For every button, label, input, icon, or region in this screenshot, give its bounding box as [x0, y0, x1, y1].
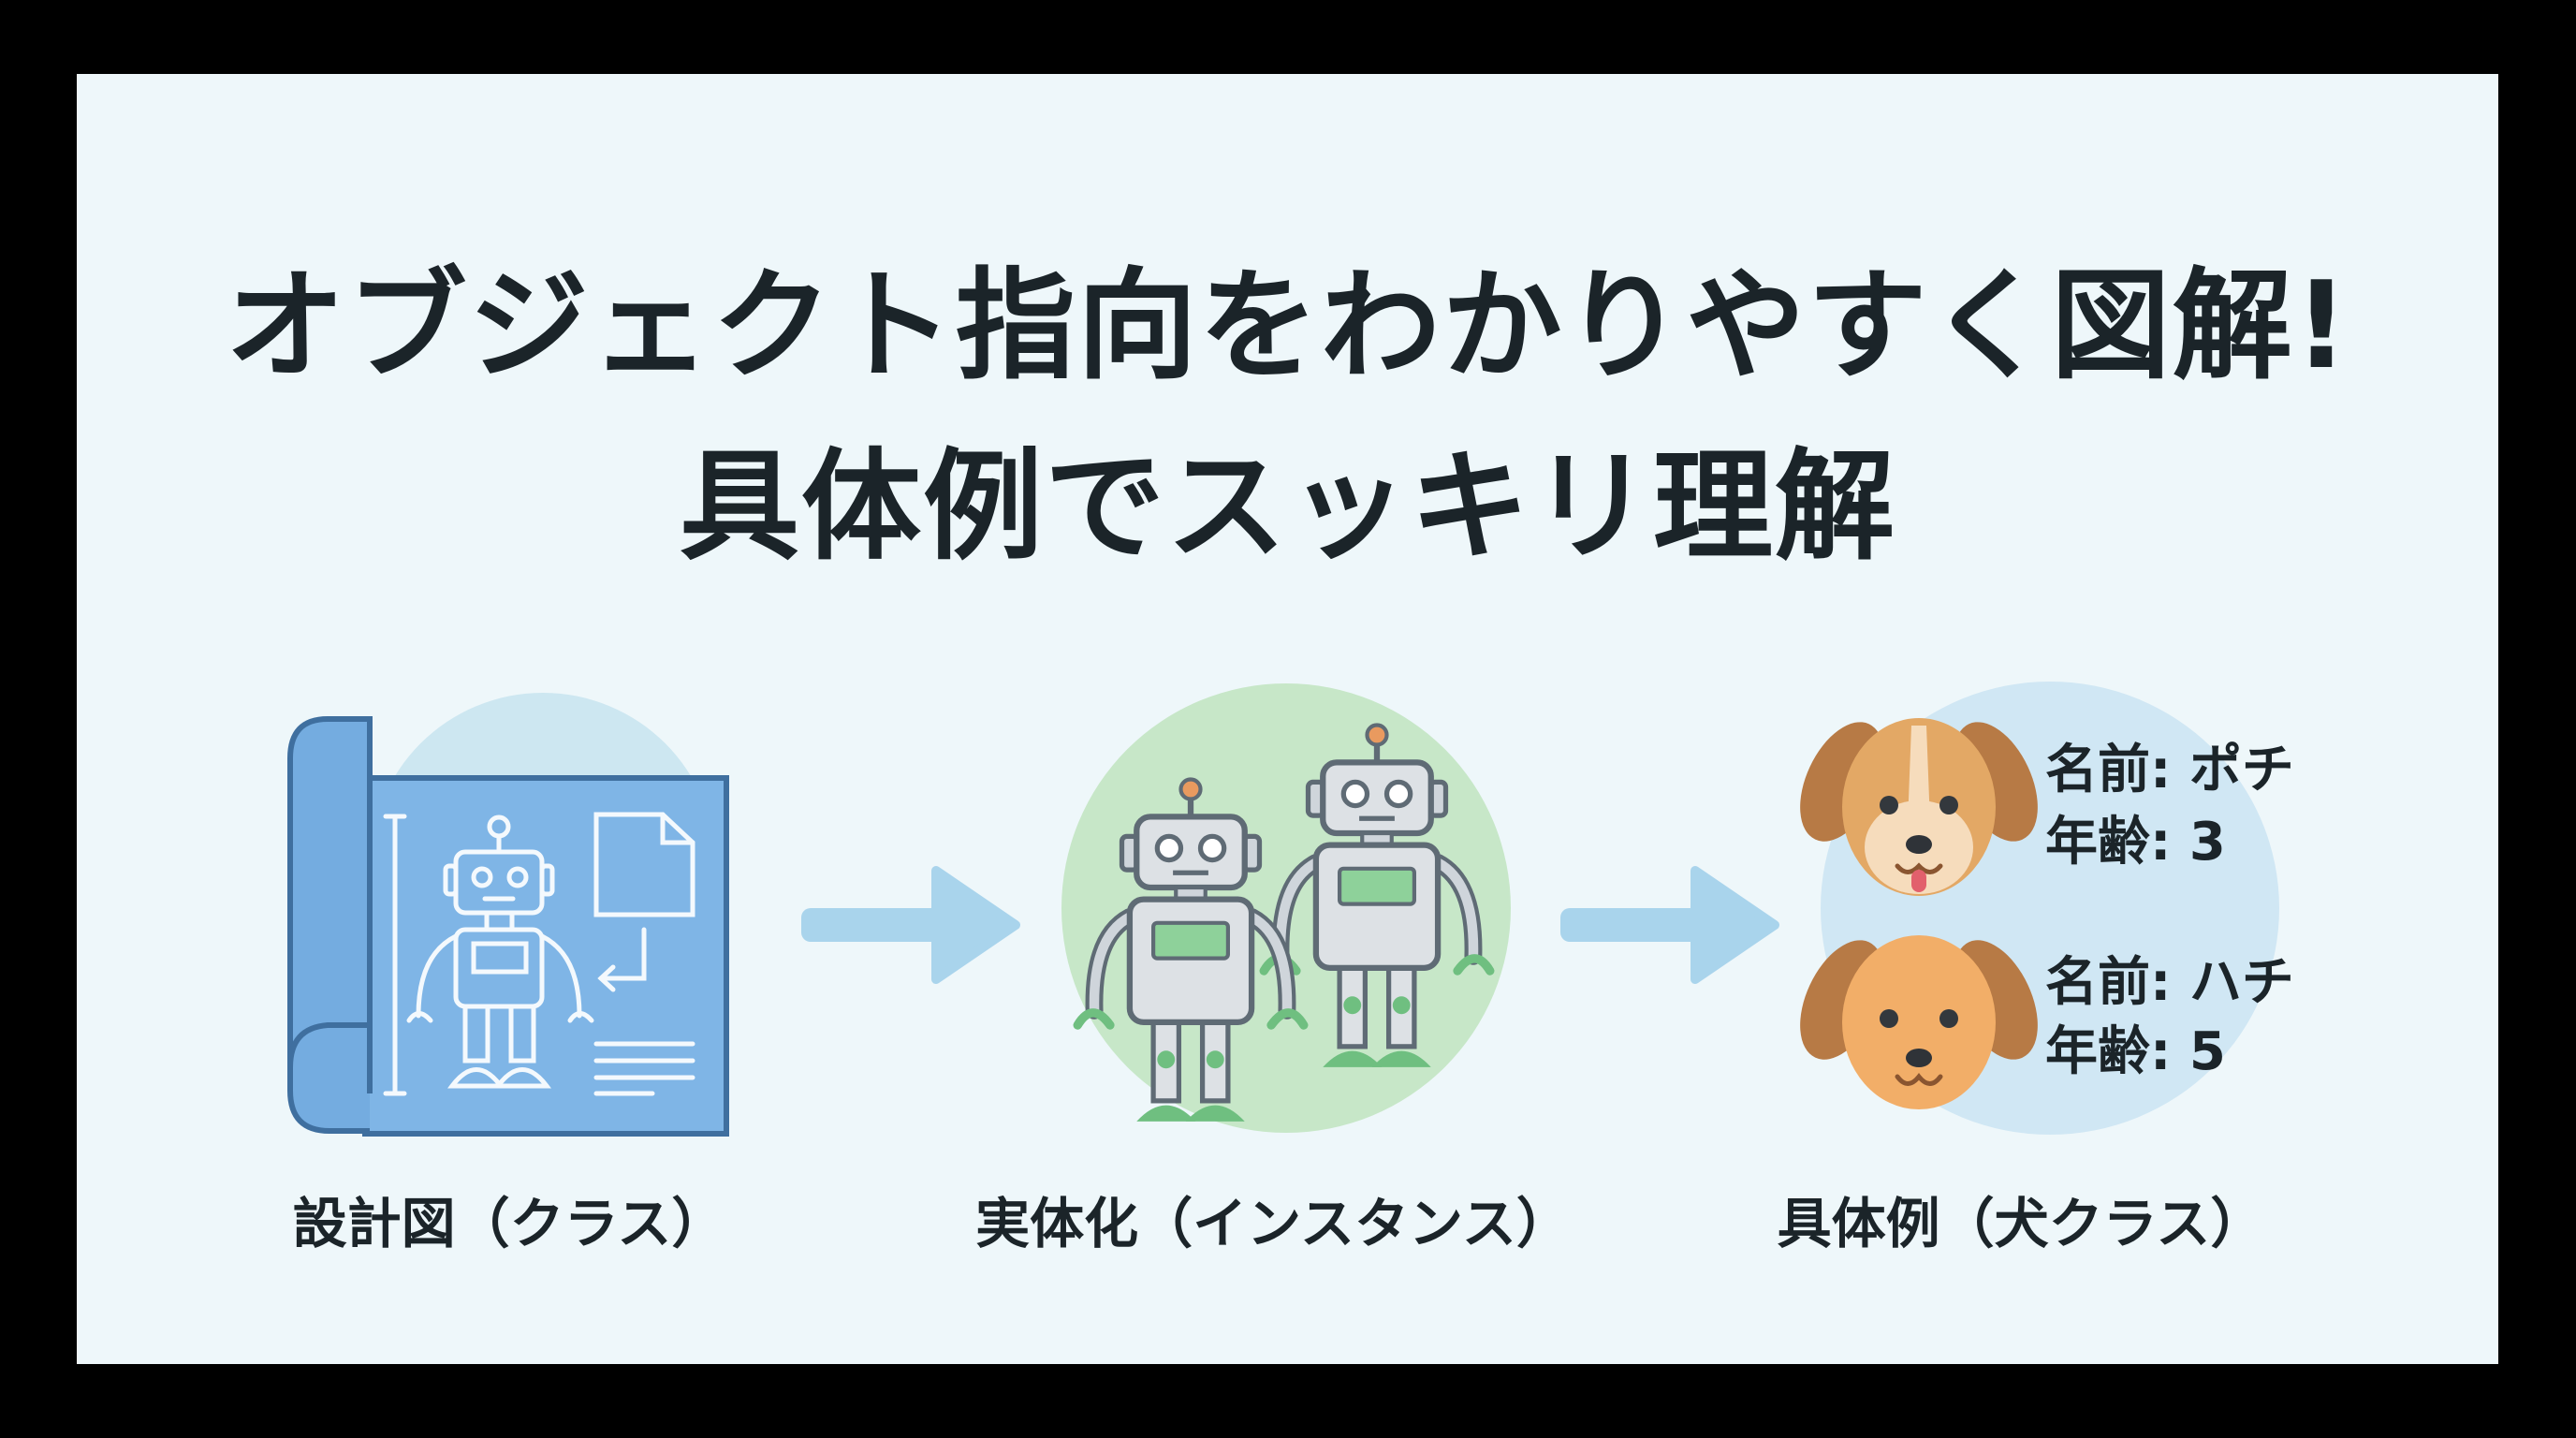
title-line-1: オブジェクト指向をわかりやすく図解! — [225, 257, 2351, 396]
title-line-2: 具体例でスッキリ理解 — [679, 437, 1896, 577]
arrow-right-icon — [801, 866, 1020, 984]
step-label-example: 具体例（犬クラス） — [1777, 1192, 2265, 1255]
step-label-class: 設計図（クラス） — [292, 1192, 726, 1255]
arrow-right-icon — [1560, 866, 1779, 984]
dog-1-age: 年齢: 3 — [2045, 812, 2226, 873]
dog-1-name: 名前: ポチ — [2045, 740, 2294, 800]
dog-2-age: 年齢: 5 — [2045, 1021, 2226, 1082]
two-robots-icon — [1061, 683, 1511, 1133]
blueprint-robot-icon — [287, 693, 729, 1137]
step-label-instance: 実体化（インスタンス） — [975, 1192, 1571, 1255]
dog-pochi-icon — [1800, 718, 2038, 896]
dogs-icon — [1800, 682, 2279, 1135]
dog-hachi-icon — [1800, 935, 2038, 1109]
dog-2-name: 名前: ハチ — [2045, 952, 2294, 1013]
